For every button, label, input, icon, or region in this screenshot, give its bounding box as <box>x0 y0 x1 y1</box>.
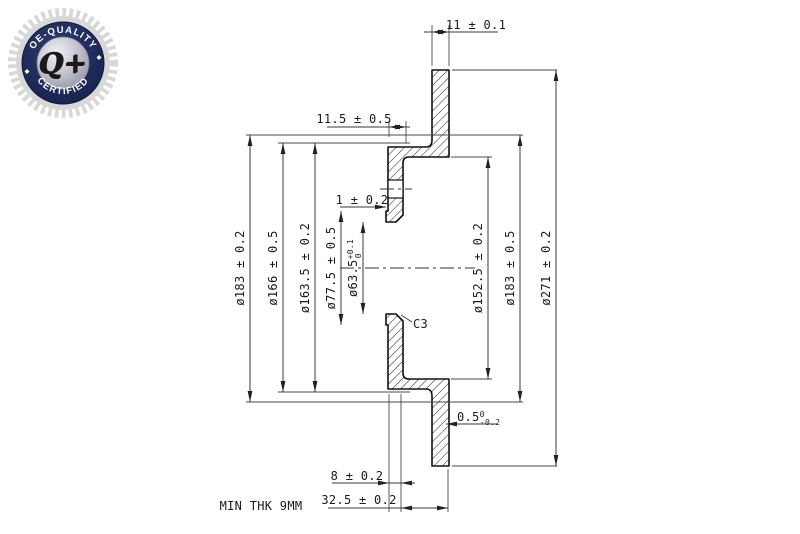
dimension-labels: 11 ± 0.1 11.5 ± 0.5 1 ± 0.2 8 ± 0.2 32.5… <box>220 18 553 513</box>
badge-silver-circle <box>36 36 90 90</box>
diameter-label-77-5: ø77.5 ± 0.5 <box>324 227 338 310</box>
badge-gear-ring <box>8 8 118 118</box>
badge-star-left-icon <box>24 69 30 74</box>
diameter-label-163-5: ø163.5 ± 0.2 <box>298 223 312 313</box>
dim-edge-chamfer: 0.50-0.2 <box>457 410 500 427</box>
badge-q-highlight: Q+ <box>40 47 88 80</box>
diameter-label-166: ø166 ± 0.5 <box>266 230 280 305</box>
diameter-label-152-5: ø152.5 ± 0.2 <box>471 223 485 313</box>
dim-total-height: 32.5 ± 0.2 <box>321 493 396 507</box>
badge-q-text: Q+ <box>38 48 86 81</box>
min-thickness-note: MIN THK 9MM <box>220 499 303 513</box>
badge-star-right-icon <box>96 55 102 60</box>
diameter-label-183-left: ø183 ± 0.2 <box>233 230 247 305</box>
diameter-label-183-right: ø183 ± 0.5 <box>503 230 517 305</box>
oe-quality-badge: Q+ Q+ OE-QUALITY CERTIFIED <box>8 8 118 118</box>
dim-step: 1 ± 0.2 <box>336 193 389 207</box>
disc-section-bottom <box>385 313 450 467</box>
diameter-label-271: ø271 ± 0.2 <box>539 230 553 305</box>
disc-section-top <box>385 69 450 223</box>
diameter-label-63-5: ø63.5+0.10 <box>346 239 363 297</box>
chamfer-label: C3 <box>413 317 428 331</box>
dim-plate-thickness: 8 ± 0.2 <box>331 469 384 483</box>
dim-ring-thickness: 11 ± 0.1 <box>446 18 506 32</box>
dim-hat-depth: 11.5 ± 0.5 <box>316 112 391 126</box>
dimension-lines <box>247 29 559 511</box>
brake-disc-cross-section <box>340 69 475 467</box>
